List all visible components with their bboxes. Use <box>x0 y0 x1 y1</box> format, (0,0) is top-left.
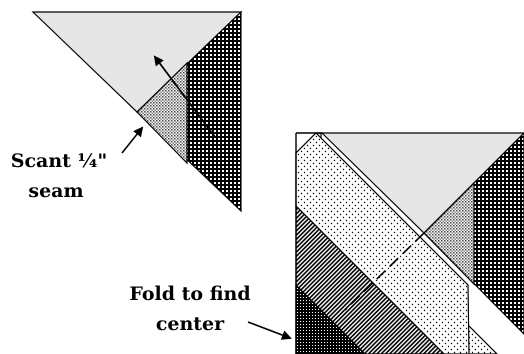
top-triangle-unit <box>31 10 243 213</box>
seam-label-line1: Scant ¼" <box>10 150 108 172</box>
seam-pointer-arrow <box>121 126 144 154</box>
bottom-block-unit <box>247 132 524 354</box>
fold-label-line1: Fold to find <box>129 283 251 305</box>
pressing-arrow <box>153 55 216 138</box>
dark-check-triangle <box>136 10 242 213</box>
fold-label-line2: center <box>155 313 225 335</box>
small-check-strip <box>136 61 188 165</box>
seam-label-line2: seam <box>28 180 84 202</box>
fold-line <box>344 232 425 311</box>
fold-pointer-arrow <box>247 321 292 340</box>
small-check-strip-2 <box>423 181 475 286</box>
